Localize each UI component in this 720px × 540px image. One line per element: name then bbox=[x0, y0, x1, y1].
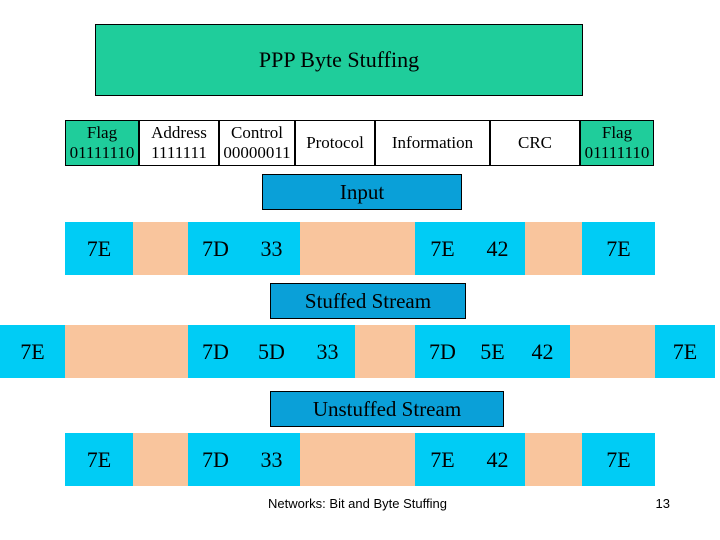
stuffed-stream-label: Stuffed Stream bbox=[270, 283, 466, 319]
stuffed-byte: 7E bbox=[655, 325, 715, 378]
input-label-text: Input bbox=[339, 179, 385, 204]
stuffed-byte: 5E bbox=[470, 325, 515, 378]
stuffed-byte-row: 7E 7D 5D 33 7D 5E 42 7E bbox=[0, 325, 720, 378]
frame-flag-end: Flag 01111110 bbox=[580, 120, 654, 166]
input-label: Input bbox=[262, 174, 462, 210]
stuffed-byte bbox=[570, 325, 655, 378]
ppp-frame-format: Flag 01111110 Address 1111111 Control 00… bbox=[65, 120, 655, 168]
unstuffed-byte: 42 bbox=[470, 433, 525, 486]
input-byte: 7E bbox=[65, 222, 133, 275]
stuffed-byte: 33 bbox=[300, 325, 355, 378]
unstuffed-stream-label-text: Unstuffed Stream bbox=[312, 396, 462, 421]
unstuffed-byte: 7D bbox=[188, 433, 243, 486]
stuffed-byte: 5D bbox=[243, 325, 300, 378]
unstuffed-byte bbox=[525, 433, 582, 486]
frame-information-label: Information bbox=[391, 133, 474, 152]
frame-control: Control 00000011 bbox=[219, 120, 295, 166]
stuffed-byte: 7E bbox=[0, 325, 65, 378]
input-byte: 7E bbox=[582, 222, 655, 275]
page-title: PPP Byte Stuffing bbox=[95, 24, 583, 96]
unstuffed-byte bbox=[133, 433, 188, 486]
unstuffed-byte-row: 7E 7D 33 7E 42 7E bbox=[0, 433, 720, 486]
page-title-text: PPP Byte Stuffing bbox=[258, 47, 420, 72]
unstuffed-byte: 7E bbox=[415, 433, 470, 486]
frame-flag-end-label: Flag bbox=[601, 123, 633, 142]
frame-protocol: Protocol bbox=[295, 120, 375, 166]
input-byte bbox=[525, 222, 582, 275]
frame-crc: CRC bbox=[490, 120, 580, 166]
frame-flag-start: Flag 01111110 bbox=[65, 120, 139, 166]
input-byte: 42 bbox=[470, 222, 525, 275]
footer-caption: Networks: Bit and Byte Stuffing bbox=[268, 496, 447, 511]
unstuffed-byte: 33 bbox=[243, 433, 300, 486]
stuffed-byte: 7D bbox=[415, 325, 470, 378]
stuffed-byte bbox=[355, 325, 415, 378]
stuffed-byte bbox=[65, 325, 188, 378]
frame-address-bits: 1111111 bbox=[151, 143, 207, 162]
stuffed-byte: 7D bbox=[188, 325, 243, 378]
input-byte: 33 bbox=[243, 222, 300, 275]
input-byte: 7E bbox=[415, 222, 470, 275]
frame-flag-start-bits: 01111110 bbox=[69, 143, 135, 162]
input-byte bbox=[133, 222, 188, 275]
stuffed-byte: 42 bbox=[515, 325, 570, 378]
stuffed-stream-label-text: Stuffed Stream bbox=[304, 288, 432, 313]
frame-flag-end-bits: 01111110 bbox=[584, 143, 650, 162]
frame-address-label: Address bbox=[151, 123, 207, 142]
frame-crc-label: CRC bbox=[517, 133, 553, 152]
unstuffed-stream-label: Unstuffed Stream bbox=[270, 391, 504, 427]
page-number: 13 bbox=[655, 496, 670, 511]
input-byte: 7D bbox=[188, 222, 243, 275]
unstuffed-byte: 7E bbox=[65, 433, 133, 486]
frame-flag-start-label: Flag bbox=[86, 123, 118, 142]
frame-information: Information bbox=[375, 120, 490, 166]
unstuffed-byte bbox=[300, 433, 415, 486]
frame-control-label: Control bbox=[231, 123, 283, 142]
input-byte-row: 7E 7D 33 7E 42 7E bbox=[0, 222, 720, 275]
input-byte bbox=[300, 222, 415, 275]
frame-address: Address 1111111 bbox=[139, 120, 219, 166]
unstuffed-byte: 7E bbox=[582, 433, 655, 486]
frame-protocol-label: Protocol bbox=[306, 133, 364, 152]
frame-control-bits: 00000011 bbox=[223, 143, 291, 162]
